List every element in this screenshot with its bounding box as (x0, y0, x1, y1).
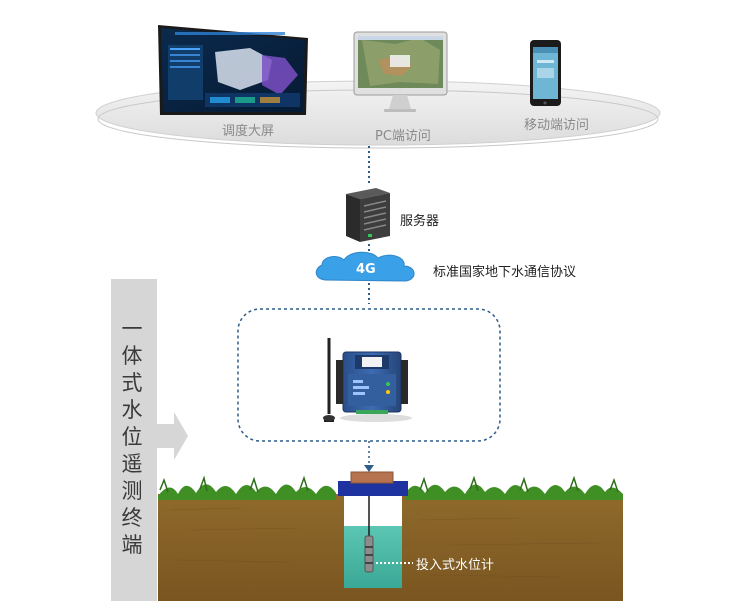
server-icon (346, 188, 390, 242)
pc-monitor-icon (353, 31, 448, 112)
antenna-icon (323, 338, 335, 422)
mobile-access-label: 移动端访问 (524, 118, 590, 133)
server-label: 服务器 (400, 214, 440, 229)
cloud-4g-icon (315, 251, 415, 282)
arrow-down-icon (364, 465, 374, 472)
grass-layer (158, 475, 623, 500)
water-level-sensor-icon (364, 496, 374, 573)
big-screen-label: 调度大屏 (222, 124, 275, 139)
mobile-phone-icon (530, 40, 561, 106)
terminal-box-icon (336, 351, 412, 422)
protocol-label: 标准国家地下水通信协议 (433, 265, 577, 280)
big-screen-icon (158, 25, 308, 115)
pc-access-label: PC端访问 (375, 129, 431, 144)
terminal-frame (237, 308, 501, 442)
side-title: 一体式水位遥测终端 (121, 317, 143, 557)
sensor-label: 投入式水位计 (416, 558, 495, 573)
cloud-4g-label: 4G (356, 262, 376, 277)
side-title-bar (111, 279, 188, 601)
